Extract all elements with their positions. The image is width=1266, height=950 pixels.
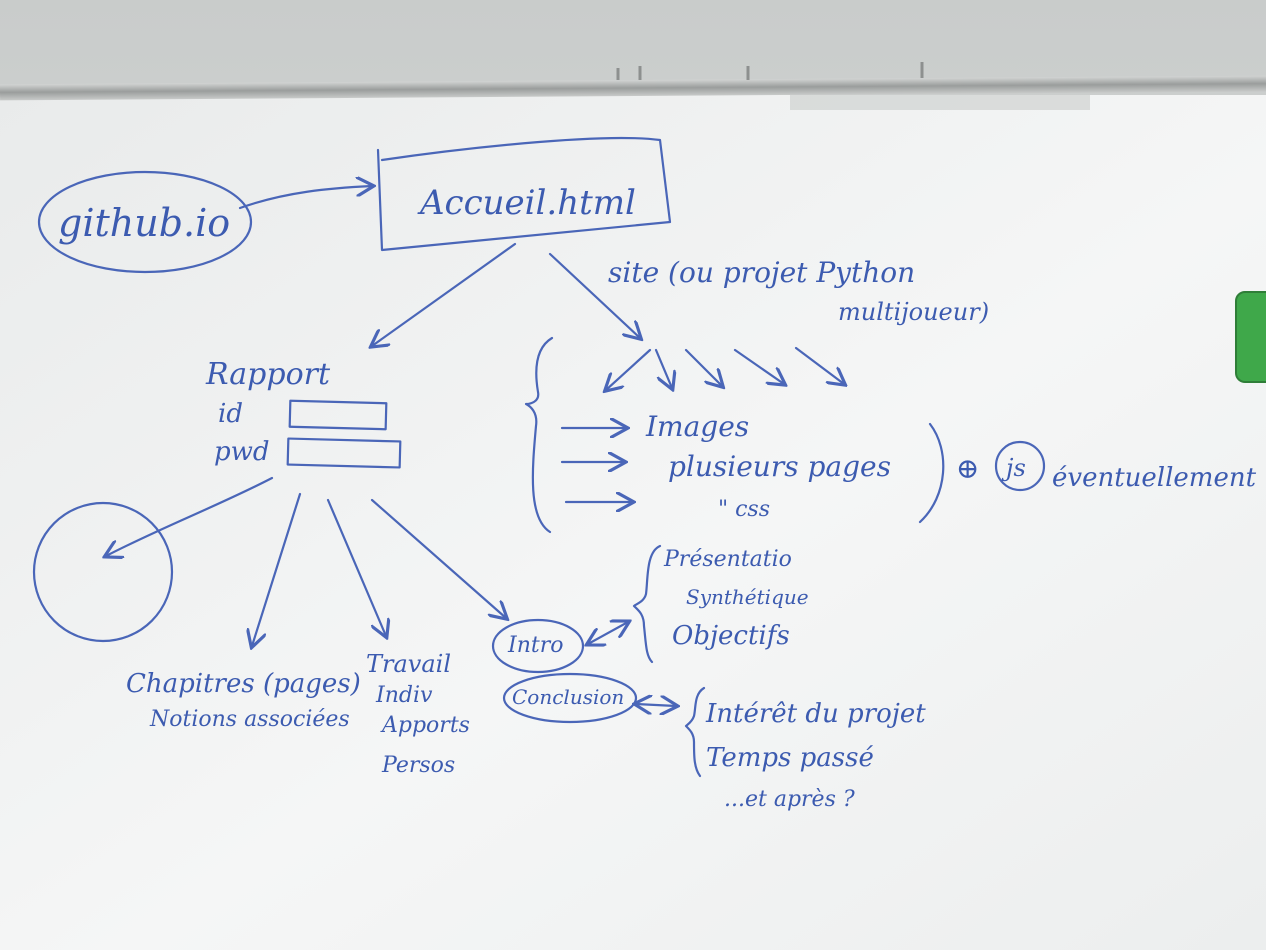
intro-detail-3: Objectifs (672, 621, 790, 651)
site-note-line1: site (ou projet Python (608, 256, 915, 289)
plus-symbol: ⊕ (956, 452, 979, 485)
chapitres-line2: Notions associées (149, 707, 350, 732)
arrow-rapport-to-travail (326, 498, 386, 636)
github-ellipse (37, 170, 253, 274)
pwd-input-sketch (286, 437, 402, 469)
whiteboard-surface (0, 95, 1266, 950)
eraser (1236, 292, 1266, 382)
site-paren (918, 422, 945, 524)
bottom-left-circle (32, 501, 174, 643)
rapport-pwd-label: pwd (214, 437, 270, 467)
intro-detail-2: Synthétique (686, 585, 809, 609)
arrow-rapport-to-circle (106, 476, 274, 556)
conclusion-detail-3: ...et après ? (724, 787, 855, 812)
intro-ellipse (491, 618, 585, 674)
arrow-intro-details (588, 622, 628, 644)
rapport-id-label: id (218, 399, 243, 429)
tape-strip (790, 95, 1090, 110)
conclusion-detail-2: Temps passé (706, 743, 874, 773)
conclusion-label: Conclusion (512, 685, 624, 709)
intro-detail-1: Présentatio (663, 547, 792, 572)
board-rail (0, 75, 1266, 101)
rapport-title: Rapport (205, 357, 331, 392)
travail-line2: Indiv (375, 683, 433, 708)
conclusion-detail-1: Intérêt du projet (705, 699, 926, 729)
site-note-line2: multijoueur) (838, 298, 989, 326)
intro-label: Intro (507, 633, 563, 658)
travail-line4: Persos (381, 753, 455, 778)
site-item-images: Images (645, 410, 749, 443)
accueil-box (376, 136, 672, 252)
rail-hooks (616, 62, 924, 80)
arrow-conclusion-details (636, 704, 676, 706)
intro-brace (632, 544, 662, 664)
arrow-rapport-to-chapitres (252, 492, 302, 646)
site-fan-arrows (606, 346, 844, 390)
arrow-rapport-to-intro (370, 498, 506, 618)
travail-line3: Apports (380, 713, 470, 738)
arrow-accueil-to-site (548, 252, 640, 338)
site-item-pages: plusieurs pages (668, 450, 891, 483)
site-item-css: " css (718, 497, 770, 522)
js-note: éventuellement (1052, 463, 1257, 493)
arrow-github-to-accueil (238, 186, 372, 210)
js-circle (994, 440, 1046, 492)
site-brace (524, 336, 554, 534)
arrow-accueil-to-rapport (372, 242, 517, 346)
id-input-sketch (288, 399, 388, 431)
github-node-label: github.io (58, 201, 230, 245)
js-label: js (1001, 454, 1026, 482)
conclusion-brace (684, 686, 706, 778)
chapitres-line1: Chapitres (pages) (126, 669, 361, 699)
travail-line1: Travail (366, 650, 451, 678)
accueil-node-label: Accueil.html (417, 183, 636, 223)
